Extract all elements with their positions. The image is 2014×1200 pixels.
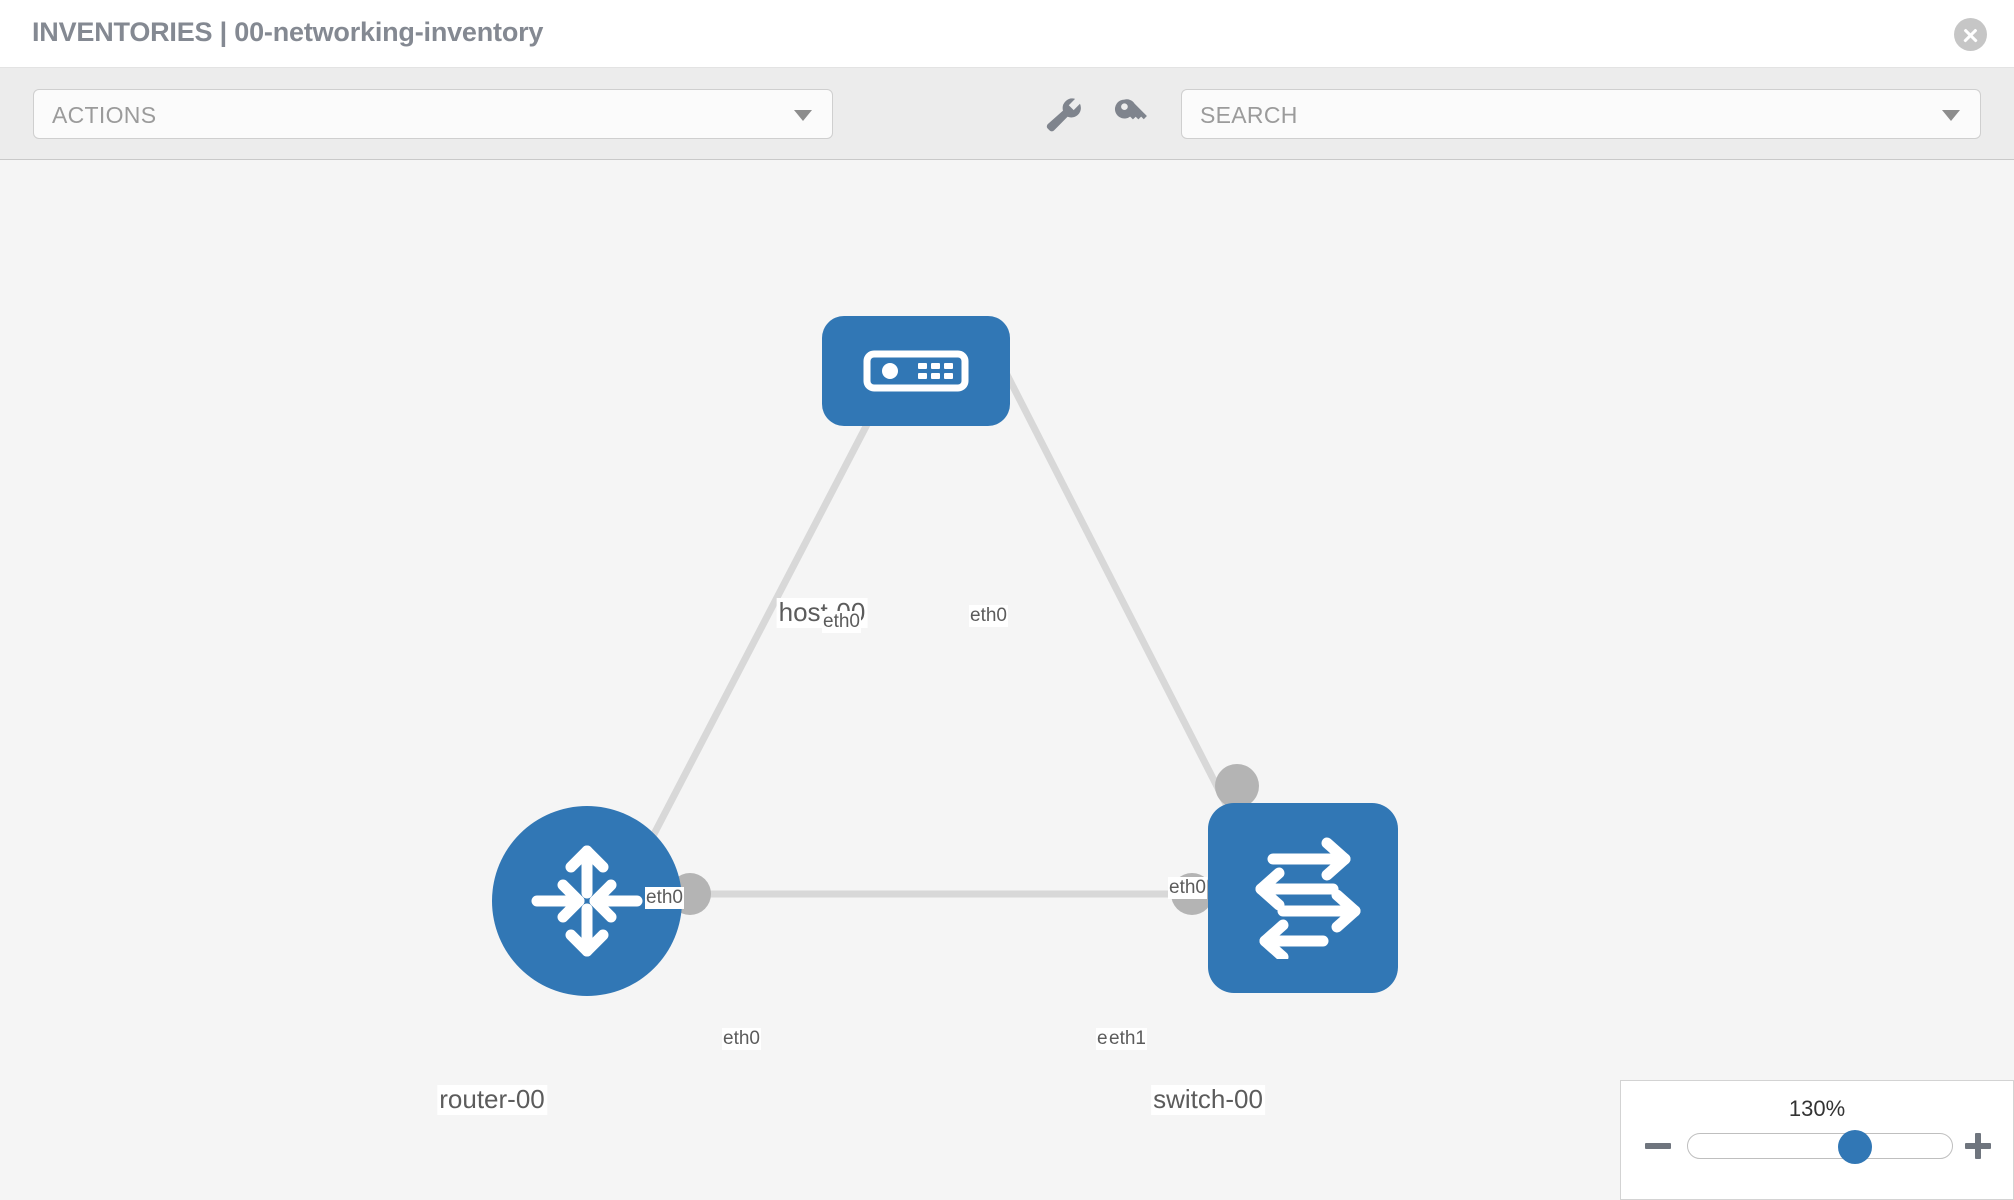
chevron-down-icon — [1942, 110, 1960, 121]
server-icon — [863, 350, 969, 392]
router-node-label: router-00 — [437, 1084, 547, 1115]
plus-icon[interactable] — [1963, 1131, 1993, 1161]
switch-node-label: switch-00 — [1151, 1084, 1265, 1115]
wrench-icon[interactable] — [1042, 94, 1084, 136]
iface-label-host-switch: eth0 — [969, 605, 1008, 627]
zoom-level-value: 130% — [1788, 1096, 1846, 1121]
topology-canvas[interactable]: host-00 router-00 — [0, 161, 2014, 1200]
link-host-switch — [996, 359, 1254, 853]
chevron-down-icon — [794, 110, 812, 121]
actions-dropdown[interactable]: ACTIONS — [33, 89, 833, 139]
close-icon[interactable] — [1954, 18, 1987, 51]
iface-label-host-router: eth0 — [822, 611, 861, 633]
actions-placeholder: ACTIONS — [52, 102, 157, 128]
switch-node-shape[interactable] — [1208, 803, 1398, 993]
key-icon[interactable] — [1110, 94, 1152, 136]
minus-icon[interactable] — [1643, 1131, 1673, 1161]
connector-switch-nw — [1215, 764, 1259, 808]
zoom-slider-handle[interactable] — [1838, 1130, 1872, 1164]
topology-link-layer — [636, 334, 1260, 915]
host-node-shape[interactable] — [822, 316, 1010, 426]
zoom-control-panel: 130% — [1620, 1080, 2014, 1200]
search-placeholder: SEARCH — [1200, 102, 1298, 128]
zoom-slider[interactable] — [1687, 1130, 1953, 1164]
switch-arrows-icon — [1255, 837, 1361, 959]
iface-label-router-host: eth0 — [645, 887, 684, 909]
link-host-router — [636, 359, 904, 863]
page-header: INVENTORIES | 00-networking-inventory — [0, 0, 2014, 68]
iface-label-switch-router: eth1 — [1108, 1028, 1147, 1050]
toolbar: ACTIONS SEARCH — [0, 68, 2014, 160]
router-arrows-icon — [531, 845, 643, 957]
links — [636, 359, 1260, 898]
page-title: INVENTORIES | 00-networking-inventory — [32, 17, 544, 47]
iface-label-router-switch: eth0 — [722, 1028, 761, 1050]
iface-label-switch-host: eth0 — [1168, 877, 1207, 899]
search-input[interactable]: SEARCH — [1181, 89, 1981, 139]
